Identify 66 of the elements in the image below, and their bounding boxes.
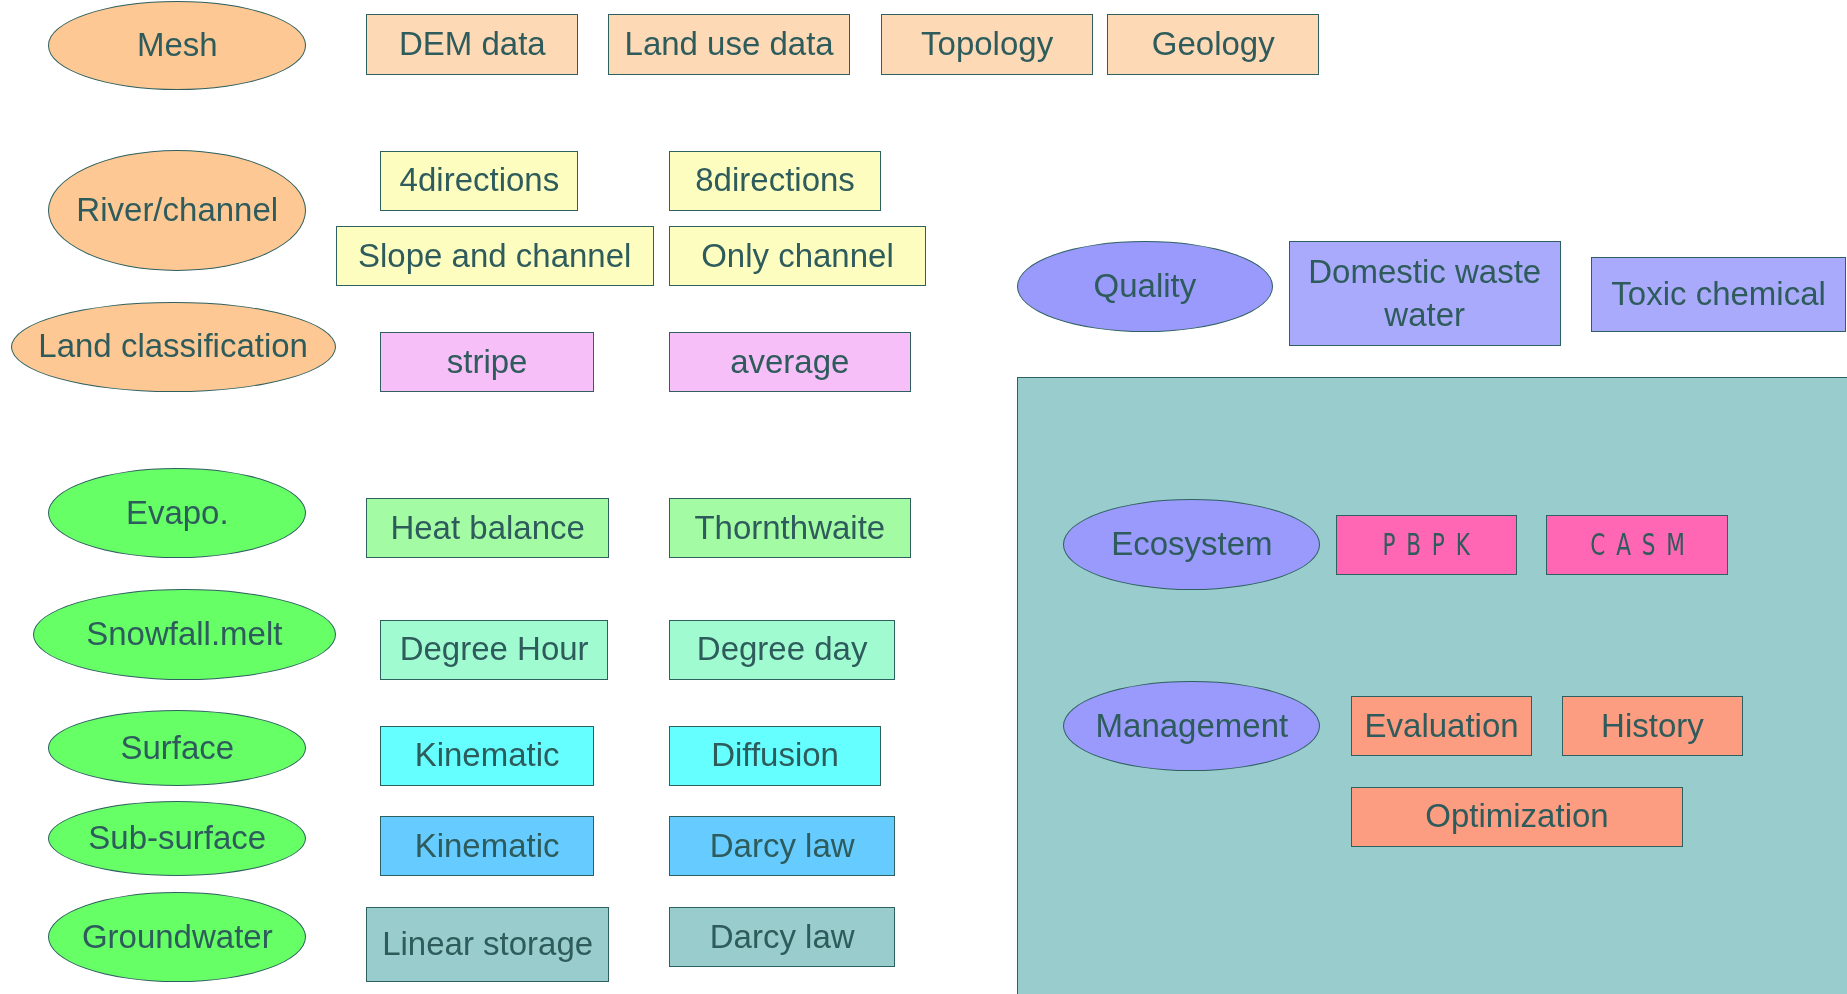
node-label: Groundwater (81, 916, 273, 957)
node-label: PBPK (1381, 526, 1481, 565)
box-node (380, 619, 608, 680)
node-label: Mesh (136, 24, 218, 65)
node-label: Thornthwaite (694, 507, 886, 548)
box-node (669, 816, 896, 877)
node-label: Quality (1093, 266, 1197, 307)
box-node (1288, 241, 1561, 347)
box-node (1335, 514, 1517, 575)
node-label: Toxic chemical (1611, 274, 1826, 314)
box-node (669, 907, 896, 968)
box-node (669, 332, 911, 393)
box-node (335, 226, 654, 287)
box-node (669, 725, 882, 786)
node-label: DEM data (398, 24, 546, 65)
node-label: Topology (921, 24, 1054, 65)
node-label: Linear storage (382, 924, 594, 965)
node-label: CASM (1588, 526, 1696, 565)
node-label: stripe (446, 341, 528, 382)
node-label: Evaluation (1364, 705, 1519, 746)
box-node (366, 907, 609, 983)
node-label: History (1601, 705, 1704, 746)
node-label: River/channel (76, 189, 279, 230)
node-label: Management (1095, 705, 1289, 746)
box-node (1107, 14, 1320, 76)
node-label: Geology (1151, 24, 1275, 65)
box-node (669, 498, 911, 559)
box-node (380, 816, 594, 877)
box-node (380, 332, 594, 393)
node-label: Snowfall.melt (86, 613, 283, 654)
box-node (1561, 695, 1744, 757)
node-label: Sub-surface (88, 818, 267, 859)
box-node (366, 14, 579, 76)
node-label: Darcy law (709, 916, 855, 957)
node-label: Kinematic (414, 825, 560, 866)
node-label: Diffusion (711, 735, 839, 776)
box-node (1591, 256, 1846, 333)
box-node (1350, 695, 1533, 757)
box-node (380, 150, 579, 211)
node-label: Domestic waste water (1307, 252, 1543, 335)
node-label: Land use data (624, 24, 834, 65)
node-label: Darcy law (709, 825, 855, 866)
box-node (881, 14, 1094, 76)
box-node (1546, 514, 1728, 575)
node-label: Surface (120, 727, 235, 768)
node-label: Evapo. (125, 492, 229, 533)
node-label: Ecosystem (1111, 524, 1273, 565)
node-label: Kinematic (414, 735, 560, 776)
node-label: Heat balance (390, 507, 585, 548)
node-label: Only channel (701, 235, 894, 276)
panel-background (1016, 376, 1847, 994)
node-label: Land classification (38, 326, 308, 367)
box-node (669, 150, 882, 211)
box-node (669, 619, 896, 680)
node-label: 8directions (695, 160, 855, 201)
box-node (380, 725, 594, 786)
box-node (669, 226, 926, 287)
node-label: Degree day (696, 629, 868, 670)
box-node (1350, 786, 1684, 847)
box-node (366, 498, 609, 559)
box-node (607, 14, 851, 76)
node-label: Degree Hour (399, 629, 589, 670)
node-label: average (730, 341, 850, 382)
node-label: Optimization (1425, 796, 1609, 837)
node-label: Slope and channel (358, 235, 632, 276)
node-label: 4directions (399, 160, 560, 201)
